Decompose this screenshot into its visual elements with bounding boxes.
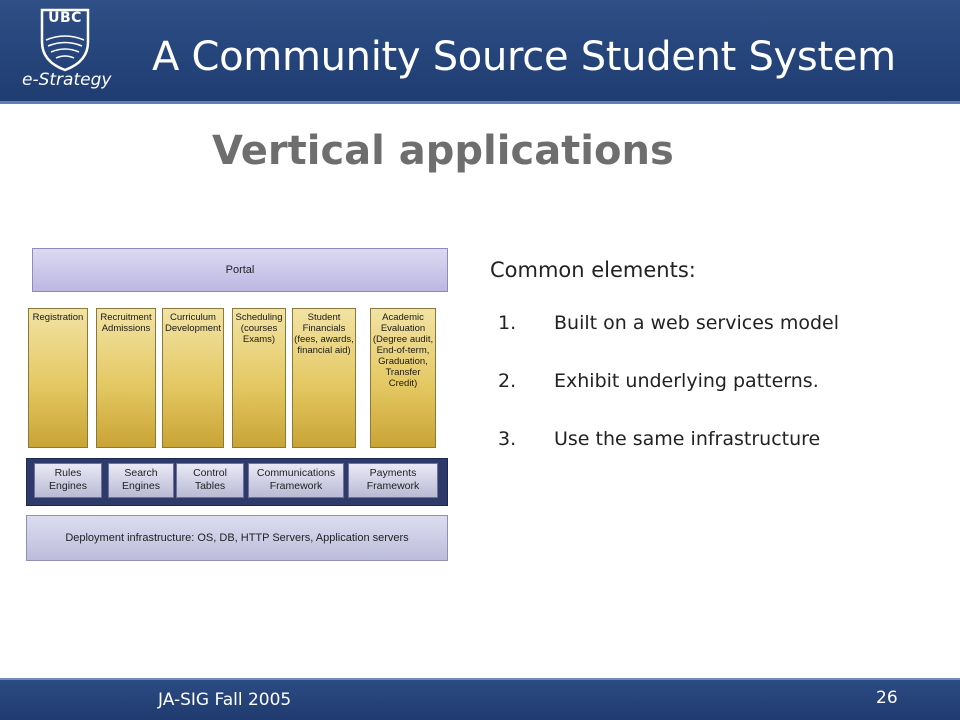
list-item-number: 2. — [498, 370, 517, 392]
list-item-text: Exhibit underlying patterns. — [554, 370, 819, 392]
list-item-text: Use the same infrastructure — [554, 428, 821, 450]
component-communications-framework: Communications Framework — [248, 463, 344, 498]
common-elements-list: 1. Built on a web services model 2. Exhibi… — [498, 312, 839, 486]
presentation-title: A Community Source Student System — [152, 34, 896, 80]
component-search-engines: Search Engines — [108, 463, 174, 498]
footer-divider — [0, 678, 960, 680]
deployment-infrastructure-layer: Deployment infrastructure: OS, DB, HTTP … — [26, 515, 448, 561]
list-item: 3. Use the same infrastructure — [498, 428, 839, 486]
header-divider — [0, 101, 960, 104]
logo-text: UBC — [48, 10, 82, 26]
module-recruitment-admissions: Recruitment Admissions — [96, 308, 156, 448]
footer-banner: JA-SIG Fall 2005 — [0, 678, 960, 720]
module-student-financials: Student Financials (fees, awards, financ… — [292, 308, 356, 448]
portal-layer: Portal — [32, 248, 448, 292]
list-item-text: Built on a web services model — [554, 312, 839, 334]
header-banner: UBC e-Strategy A Community Source Studen… — [0, 0, 960, 104]
list-item: 2. Exhibit underlying patterns. — [498, 370, 839, 428]
conference-label: JA-SIG Fall 2005 — [158, 690, 292, 710]
component-payments-framework: Payments Framework — [348, 463, 438, 498]
common-elements-heading: Common elements: — [490, 258, 696, 282]
module-curriculum-development: Curriculum Development — [162, 308, 224, 448]
architecture-diagram: Portal Registration Recruitment Admissio… — [26, 244, 448, 562]
logo-subtitle: e-Strategy — [22, 70, 112, 90]
module-academic-evaluation: Academic Evaluation (Degree audit, End-o… — [370, 308, 436, 448]
ubc-crest-icon — [40, 8, 90, 72]
list-item: 1. Built on a web services model — [498, 312, 839, 370]
list-item-number: 3. — [498, 428, 517, 450]
slide-title: Vertical applications — [212, 128, 674, 174]
module-scheduling: Scheduling (courses Exams) — [232, 308, 286, 448]
page-number: 26 — [876, 688, 898, 708]
module-registration: Registration — [28, 308, 88, 448]
component-rules-engines: Rules Engines — [34, 463, 102, 498]
list-item-number: 1. — [498, 312, 517, 334]
component-control-tables: Control Tables — [176, 463, 244, 498]
